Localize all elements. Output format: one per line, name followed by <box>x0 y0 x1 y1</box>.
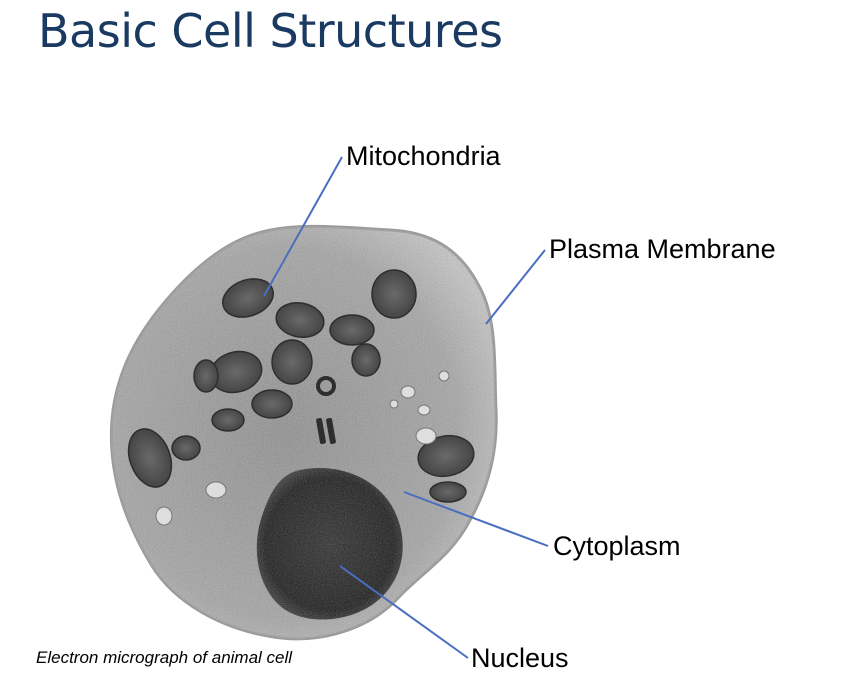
cell-micrograph <box>109 224 498 641</box>
vesicles <box>155 370 450 526</box>
label-plasma-membrane: Plasma Membrane <box>549 234 776 264</box>
leader-line-nucleus <box>339 565 469 659</box>
leader-line-mitochondria <box>263 156 343 297</box>
label-cytoplasm: Cytoplasm <box>553 531 681 561</box>
leader-line-cytoplasm <box>403 491 549 547</box>
leader-line-plasma-membrane <box>485 249 546 325</box>
label-mitochondria: Mitochondria <box>346 141 501 171</box>
slide-title: Basic Cell Structures <box>38 4 503 58</box>
figure-caption: Electron micrograph of animal cell <box>36 648 293 667</box>
leader-lines <box>263 156 549 659</box>
centriole <box>316 376 336 445</box>
label-nucleus: Nucleus <box>471 643 569 673</box>
mitochondria-group <box>127 269 475 503</box>
